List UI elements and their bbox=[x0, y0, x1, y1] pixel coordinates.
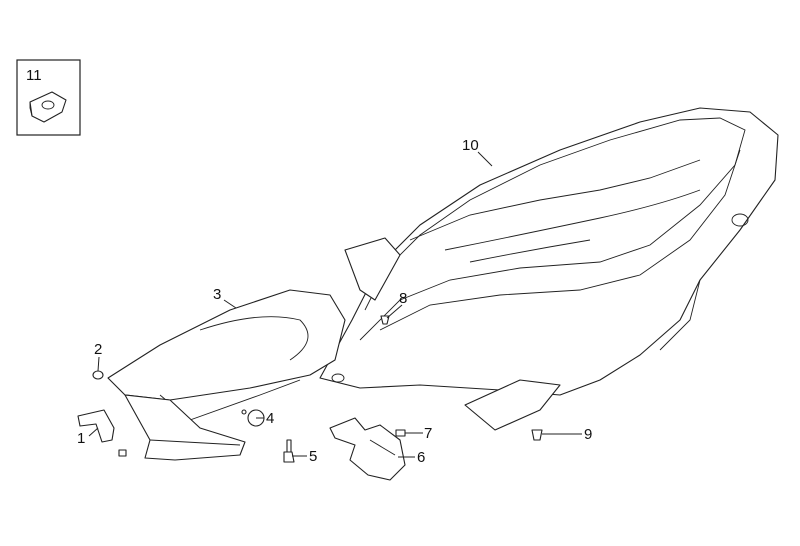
rear-body-shell bbox=[319, 107, 779, 431]
screw-7 bbox=[395, 429, 406, 437]
callout-2: 2 bbox=[94, 341, 103, 358]
callout-11: 11 bbox=[26, 67, 42, 84]
callout-1: 1 bbox=[77, 430, 86, 447]
callout-6: 6 bbox=[417, 449, 426, 466]
callout-10: 10 bbox=[462, 137, 479, 154]
inner-cover bbox=[107, 289, 346, 461]
callout-3: 3 bbox=[213, 286, 222, 303]
callout-8: 8 bbox=[399, 290, 408, 307]
bracket-1 bbox=[77, 409, 115, 443]
support-bracket-6 bbox=[329, 417, 406, 481]
callout-5: 5 bbox=[309, 448, 318, 465]
callout-9: 9 bbox=[584, 426, 593, 443]
screw-9 bbox=[531, 429, 543, 441]
leader-lines bbox=[88, 151, 582, 458]
callout-4: 4 bbox=[266, 410, 275, 427]
plug-2 bbox=[92, 370, 104, 380]
screw-1 bbox=[118, 449, 127, 457]
small-washer bbox=[241, 409, 247, 415]
callout-7: 7 bbox=[424, 425, 433, 442]
screw-5 bbox=[283, 439, 295, 463]
inset-box-11 bbox=[16, 59, 81, 136]
